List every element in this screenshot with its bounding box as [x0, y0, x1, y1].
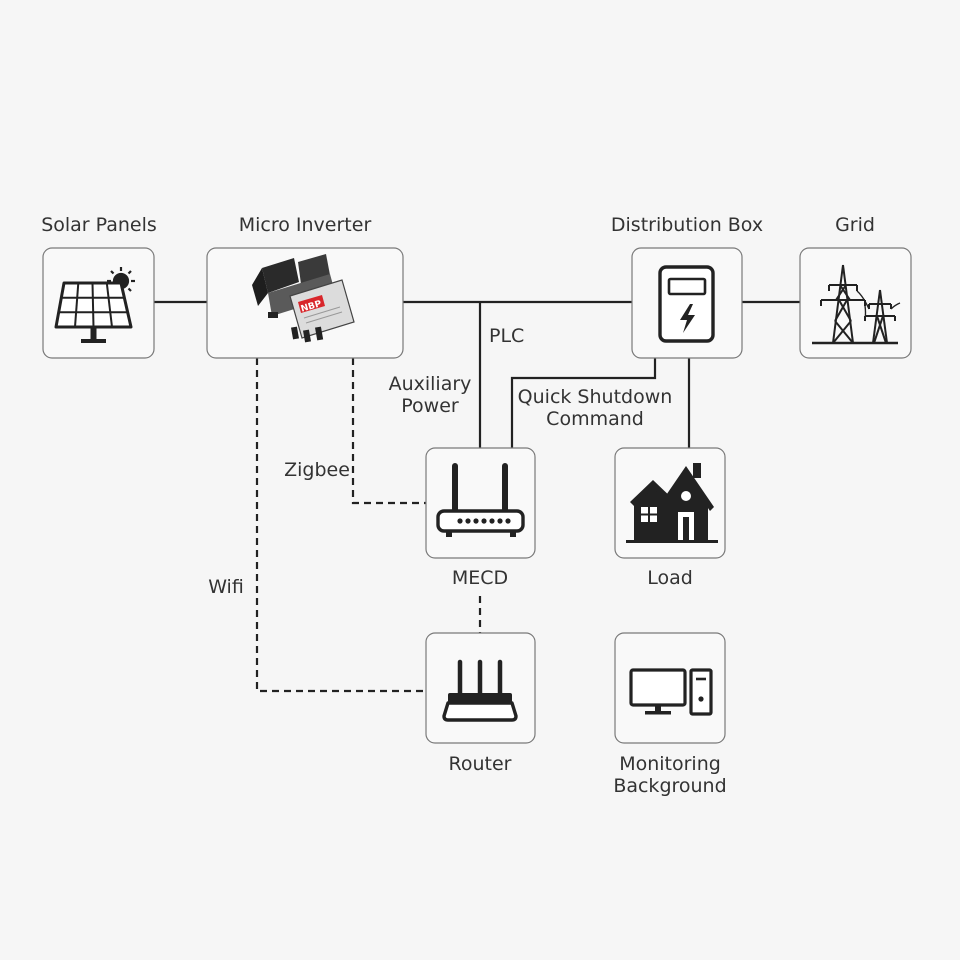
monitoring-label-line2: Background — [613, 775, 726, 797]
load-label: Load — [647, 567, 693, 589]
wifi-line — [255, 358, 426, 693]
grid-label: Grid — [835, 214, 875, 236]
wifi-label: Wifi — [208, 576, 244, 598]
quick-shutdown-label-line1: Quick Shutdown — [518, 386, 673, 408]
mecd-label: MECD — [452, 567, 508, 589]
zigbee-label: Zigbee — [284, 459, 350, 481]
grid-node: Grid — [799, 214, 912, 359]
quick-shutdown-line — [510, 358, 657, 448]
router-icon — [442, 659, 518, 722]
monitoring-label-line1: Monitoring — [619, 753, 721, 775]
solar-panel-icon — [54, 267, 135, 343]
router-node: Router — [425, 632, 536, 775]
quick-shutdown-label-line2: Command — [546, 408, 644, 430]
auxiliary-power-label-line1: Auxiliary — [389, 373, 472, 395]
power-tower-icon — [812, 264, 901, 345]
distribution-box-icon — [658, 265, 715, 343]
router-label: Router — [449, 753, 512, 775]
auxiliary-power-label-line2: Power — [401, 395, 459, 417]
plc-label: PLC — [489, 325, 524, 347]
distribution-box-node: Distribution Box — [611, 214, 763, 359]
zigbee-line — [351, 358, 426, 505]
micro-inverter-icon: NBP — [252, 254, 355, 343]
solar-panels-node: Solar Panels — [41, 214, 157, 359]
micro-inverter-label: Micro Inverter — [239, 214, 372, 236]
house-icon — [626, 463, 718, 543]
mecd-box — [425, 447, 536, 559]
load-node: Load — [614, 447, 726, 589]
monitoring-node: Monitoring Background — [613, 632, 727, 797]
distribution-box-label: Distribution Box — [611, 214, 763, 236]
connections — [154, 300, 800, 693]
gateway-device-icon — [436, 463, 525, 537]
mecd-node: MECD — [425, 447, 536, 589]
grid-box — [799, 247, 912, 359]
micro-inverter-node: Micro Inverter NBP — [206, 214, 404, 359]
computer-icon — [629, 668, 713, 716]
solar-panels-label: Solar Panels — [41, 214, 157, 236]
